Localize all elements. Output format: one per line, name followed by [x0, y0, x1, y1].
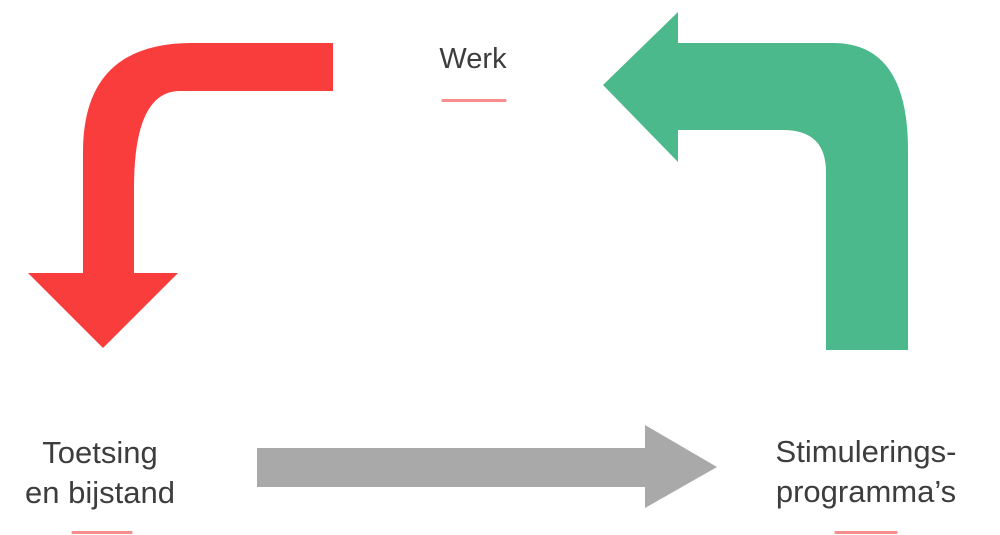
assessment-label-line1: Toetsing: [42, 435, 158, 470]
green-curved-arrow-icon: [603, 12, 908, 350]
gray-straight-arrow-icon: [257, 425, 717, 508]
incentive-label-line1: Stimulerings-: [775, 434, 957, 469]
assessment-underline: [71, 531, 133, 534]
work-label: Werk: [439, 42, 506, 76]
assessment-label: Toetsing en bijstand: [25, 433, 175, 513]
assessment-label-line2: en bijstand: [25, 475, 175, 510]
work-label-text: Werk: [439, 43, 507, 75]
red-curved-arrow-icon: [28, 43, 333, 348]
work-underline: [441, 99, 507, 102]
incentive-underline: [834, 531, 898, 534]
incentive-label: Stimulerings- programma’s: [776, 432, 957, 512]
incentive-label-line2: programma’s: [775, 474, 957, 509]
